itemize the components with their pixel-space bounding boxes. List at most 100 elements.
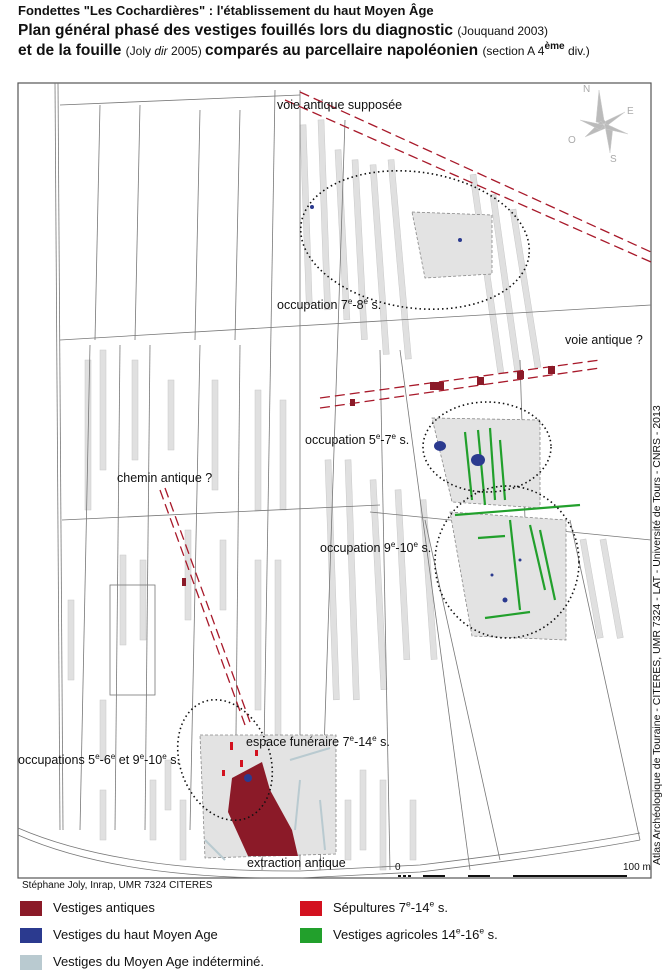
label-occupations-5-6-9-10: occupations 5e-6e et 9e-10e s.: [18, 751, 180, 767]
text-segment: Vestiges du Moyen Age indéterminé.: [53, 954, 265, 969]
text-segment: comparés au parcellaire napoléonien: [205, 42, 483, 59]
trench: [599, 538, 624, 639]
trench: [99, 789, 107, 841]
text-segment: e: [139, 751, 145, 761]
trench: [359, 769, 367, 851]
text-segment: extraction antique: [247, 856, 346, 870]
text-segment: e: [347, 296, 353, 306]
label-extraction-antique: extraction antique: [247, 856, 346, 870]
text-segment: e: [413, 539, 418, 549]
excavation-areas: [199, 211, 567, 859]
road-antique-segments: [182, 366, 555, 586]
text-segment: e: [375, 431, 381, 441]
text-segment: (section A 4: [482, 44, 545, 58]
trench: [131, 359, 139, 461]
trench: [67, 599, 75, 681]
text-segment: -8: [352, 298, 364, 312]
text-segment: e: [162, 751, 167, 761]
text-segment: e: [455, 925, 461, 936]
scale-end: 100 m: [623, 862, 651, 873]
label-occupation-5-7: occupation 5e-7e s.: [305, 431, 410, 447]
legend-label: Sépultures 7e-14e s.: [333, 898, 448, 915]
compass-rose-icon: N E S O: [568, 84, 634, 165]
trench: [419, 499, 438, 660]
text-segment: (Jouquand 2003): [457, 24, 549, 38]
map-title-line2: et de la fouille (Joly dir 2005) comparé…: [18, 40, 590, 60]
text-segment: e: [95, 751, 100, 761]
trench: [387, 159, 412, 360]
medieval-indeterminate-features: [204, 747, 331, 861]
compass-o: O: [568, 135, 576, 146]
text-segment: et de la fouille: [18, 42, 126, 59]
trench: [299, 124, 313, 306]
legend-swatch-sepultures: [300, 901, 322, 916]
trench: [317, 119, 331, 311]
text-segment: Vestiges antiques: [53, 900, 155, 915]
trench: [344, 459, 360, 701]
text-segment: s.: [434, 900, 448, 915]
legend-swatch-haut-moyen-age: [20, 928, 42, 943]
trench: [369, 164, 390, 355]
trench: [509, 208, 542, 369]
text-segment: -10: [144, 753, 163, 767]
text-segment: espace funéraire 7: [246, 735, 350, 749]
text-segment: e: [363, 296, 369, 306]
trench: [119, 554, 127, 646]
trenches-layer: [67, 119, 624, 871]
trench: [139, 559, 147, 641]
trench: [344, 799, 352, 861]
text-segment: Vestiges agricoles 14: [333, 927, 456, 942]
text-segment: occupations 5: [18, 753, 96, 767]
text-segment: -16: [460, 927, 480, 942]
text-segment: -6: [99, 753, 111, 767]
text-segment: Vestiges du haut Moyen Age: [53, 927, 218, 942]
label-chemin-antique: chemin antique ?: [117, 471, 212, 485]
scale-bar: [398, 875, 627, 877]
legend-swatch-agricoles: [300, 928, 322, 943]
text-segment: -14: [410, 900, 430, 915]
legend-label: Vestiges du haut Moyen Age: [53, 927, 218, 942]
text-segment: ème: [544, 40, 565, 52]
trench: [167, 379, 175, 451]
trench: [164, 759, 172, 811]
text-segment: s.: [396, 433, 410, 447]
early-medieval-features: [244, 205, 522, 782]
text-segment: (Joly: [125, 44, 155, 58]
trench: [149, 779, 157, 841]
text-segment: -10: [395, 541, 414, 555]
legend-swatch-moyen-age-indetermine: [20, 955, 42, 970]
compass-n: N: [583, 84, 590, 95]
scale-start: 0: [395, 862, 401, 873]
text-segment: Sépultures 7: [333, 900, 406, 915]
text-segment: e: [429, 898, 435, 909]
text-segment: Plan général phasé des vestiges fouillés…: [18, 22, 458, 39]
trench: [219, 539, 227, 611]
text-segment: div.): [564, 44, 590, 58]
compass-e: E: [627, 106, 634, 117]
text-segment: e: [390, 539, 396, 549]
burial-features: [222, 742, 258, 776]
trench: [254, 389, 262, 511]
text-segment: s.: [376, 735, 390, 749]
antique-roads: [159, 91, 652, 726]
author-credit: Stéphane Joly, Inrap, UMR 7324 CITERES: [22, 880, 213, 891]
agricultural-features: [454, 427, 581, 620]
trench: [369, 479, 388, 690]
map-title-line1: Plan général phasé des vestiges fouillés…: [18, 22, 548, 40]
text-segment: e: [391, 431, 397, 441]
text-segment: voie antique supposée: [277, 98, 403, 112]
text-segment: voie antique ?: [565, 333, 643, 347]
text-segment: 2005): [167, 44, 206, 58]
text-segment: et 9: [115, 753, 140, 767]
trench: [99, 699, 107, 761]
text-segment: s.: [418, 541, 432, 555]
legend-label: Vestiges agricoles 14e-16e s.: [333, 925, 498, 942]
trench: [351, 159, 368, 341]
text-segment: s.: [166, 753, 180, 767]
label-voie-antique-supposee: voie antique supposée: [277, 98, 402, 112]
text-segment: e: [479, 925, 485, 936]
text-segment: s.: [368, 298, 382, 312]
label-voie-antique: voie antique ?: [565, 333, 643, 347]
text-segment: -7: [380, 433, 392, 447]
